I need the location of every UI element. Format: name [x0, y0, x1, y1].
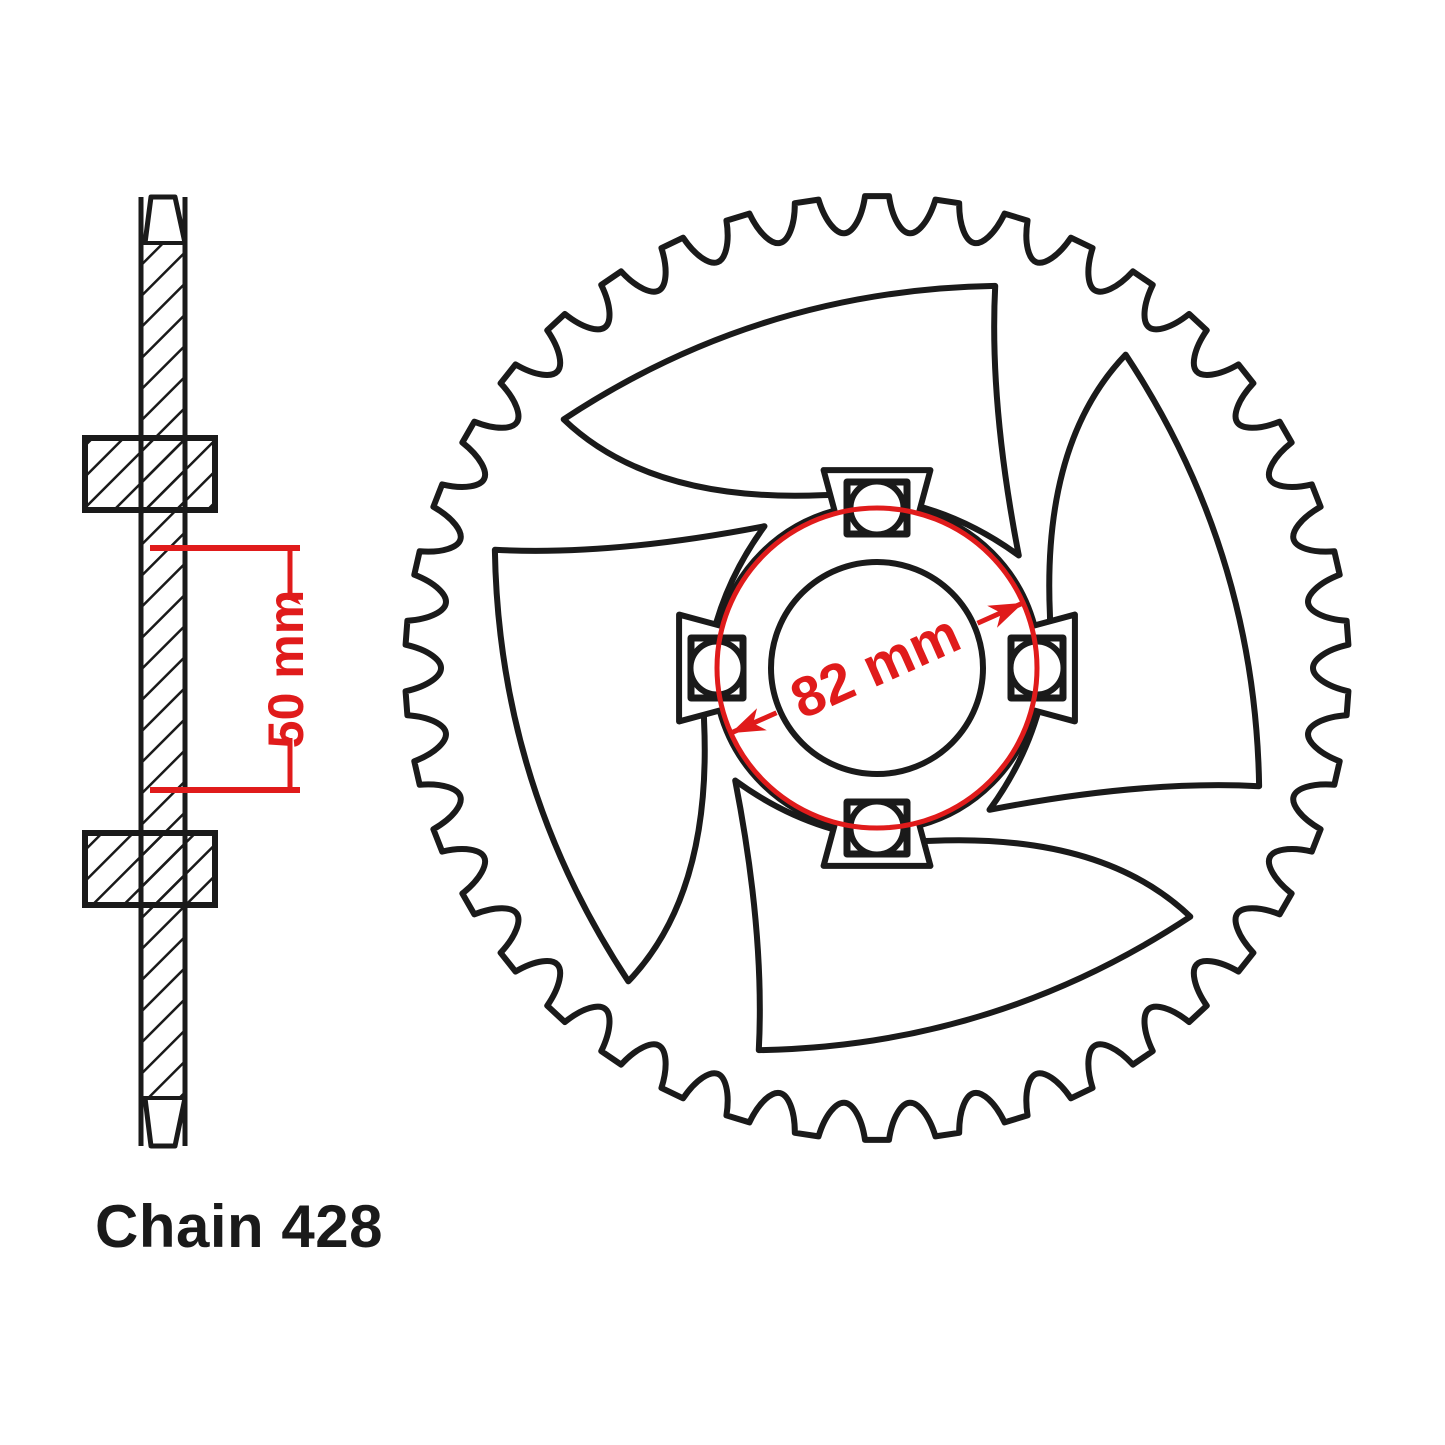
- side-view-lower-boss: [82, 830, 218, 908]
- side-view-top-tooth: [142, 194, 188, 244]
- pitch-circle-diameter: [714, 505, 1040, 831]
- chain-label: Chain 428: [95, 1193, 383, 1260]
- sprocket-teeth-outline: [402, 193, 1352, 1143]
- center-bore: [768, 559, 986, 777]
- side-view-upper-boss: [82, 435, 218, 513]
- lower-boss-hatch: [85, 833, 215, 905]
- upper-boss-outline: [82, 435, 218, 513]
- lower-boss-outline: [82, 830, 218, 908]
- front-sprocket-view: [402, 193, 1352, 1143]
- side-view-body: [138, 194, 188, 1149]
- side-view-bottom-tooth: [142, 1097, 188, 1149]
- side-view-plate-hatch: [141, 243, 185, 1098]
- side-cross-section-view: 50 mm: [82, 194, 314, 1149]
- dimension-arrowhead: [987, 602, 1024, 628]
- thickness-dimension: 50 mm: [150, 545, 314, 793]
- bolt-circle-dimension-line: [729, 600, 1025, 736]
- sprocket-spoke: [560, 282, 1022, 559]
- thickness-dimension-label: 50 mm: [258, 590, 314, 748]
- sprocket-spoke: [491, 523, 768, 985]
- upper-boss-hatch: [85, 438, 215, 510]
- sprocket-spoke: [732, 777, 1194, 1054]
- sprocket-spoke: [986, 351, 1263, 813]
- side-view-plate-outline: [138, 197, 188, 1146]
- dimension-arrowhead: [730, 708, 767, 734]
